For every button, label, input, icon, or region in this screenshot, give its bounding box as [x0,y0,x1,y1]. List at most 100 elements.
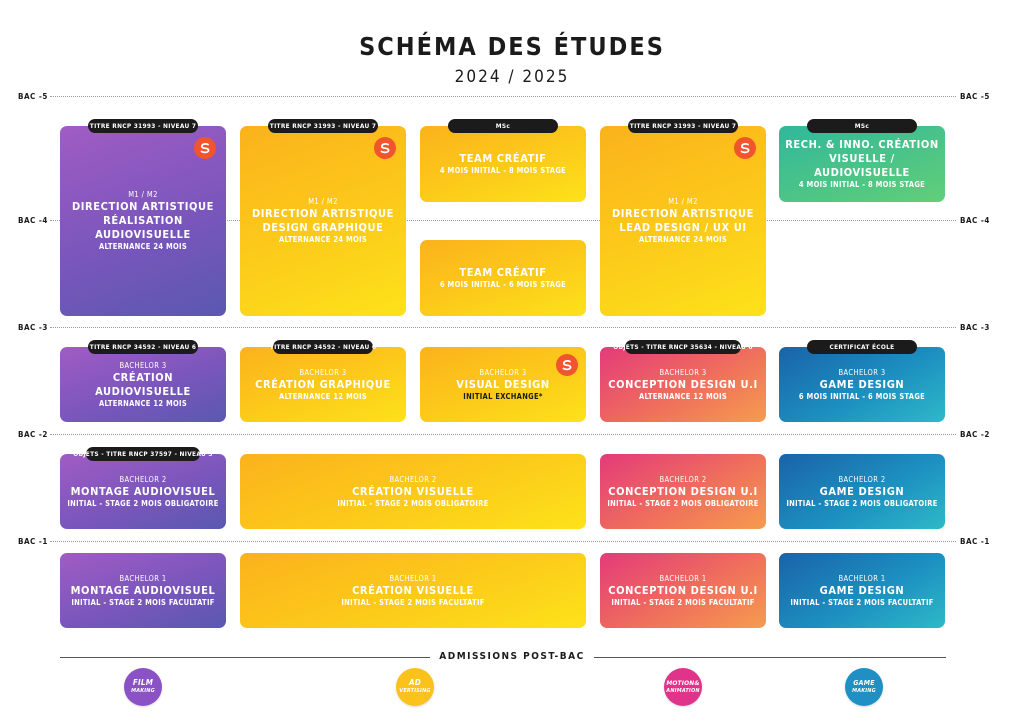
card-level: BACHELOR 2 [838,474,886,484]
card-b2-montage-audiovisuel[interactable]: BACHELOR 2 MONTAGE AUDIOVISUEL INITIAL -… [60,454,226,529]
certification-pill: TITRE RNCP 34592 - NIVEAU 6 [88,340,198,354]
level-label-bac1-left: BAC -1 [18,537,48,546]
badge-line-2: ANIMATION [666,688,700,694]
card-level: BACHELOR 2 [119,474,167,484]
card-team-creatif-msc[interactable]: TEAM CRÉATIF 4 MOIS INITIAL - 8 MOIS STA… [420,126,586,202]
game-making-badge[interactable]: GAME MAKING [845,668,883,706]
certification-pill: MSc [448,119,558,133]
card-detail: INITIAL - STAGE 2 MOIS OBLIGATOIRE [337,498,489,508]
card-b1-montage-audiovisuel[interactable]: BACHELOR 1 MONTAGE AUDIOVISUEL INITIAL -… [60,553,226,628]
card-detail: 4 MOIS INITIAL - 8 MOIS STAGE [439,166,567,175]
badge-line-2: MAKING [852,688,876,694]
card-name: CONCEPTION DESIGN U.I [608,484,758,498]
admissions-label: ADMISSIONS POST-BAC [431,651,593,662]
card-b1-conception-design-ui[interactable]: BACHELOR 1 CONCEPTION DESIGN U.I INITIAL… [600,553,766,628]
motion-animation-badge[interactable]: MOTION& ANIMATION [664,668,702,706]
certification-pill: MSc [807,119,917,133]
card-name: DIRECTION ARTISTIQUE [251,207,395,220]
card-detail: INITIAL - STAGE 2 MOIS OBLIGATOIRE [786,498,938,508]
card-detail: ALTERNANCE 12 MOIS [278,391,368,401]
card-level: BACHELOR 3 [659,367,707,377]
badge-line-2: VERTISING [399,688,431,694]
card-name: CRÉATION VISUELLE [352,484,474,498]
card-m1m2-lead-design[interactable]: M1 / M2 DIRECTION ARTISTIQUE LEAD DESIGN… [600,126,766,316]
card-name: CRÉATION GRAPHIQUE [255,377,391,391]
level-label-bac3-right: BAC -3 [960,323,990,332]
card-name: MONTAGE AUDIOVISUEL [70,583,216,597]
certification-pill: OBJETS - TITRE RNCP 35634 - NIVEAU 6 [613,340,752,354]
card-name-2: VISUELLE / AUDIOVISUELLE [814,152,910,179]
card-level: BACHELOR 1 [659,573,707,583]
card-name: CONCEPTION DESIGN U.I [608,377,758,391]
card-name: CRÉATION AUDIOVISUELLE [95,370,191,398]
card-detail: ALTERNANCE 24 MOIS [98,242,188,251]
badge-line-1: MOTION& [666,679,700,687]
card-level: BACHELOR 2 [389,474,437,484]
film-making-badge[interactable]: FILM MAKING [124,668,162,706]
card-detail: INITIAL EXCHANGE* [463,391,543,401]
card-name: GAME DESIGN [819,583,905,597]
level-line-bac1 [50,541,956,542]
certification-pill: OBJETS - TITRE RNCP 37597 - NIVEAU 5 [73,447,212,461]
card-detail: 6 MOIS INITIAL - 6 MOIS STAGE [798,391,926,401]
card-m1m2-design-graphique[interactable]: M1 / M2 DIRECTION ARTISTIQUE DESIGN GRAP… [240,126,406,316]
card-m1m2-realisation-audiovisuelle[interactable]: M1 / M2 DIRECTION ARTISTIQUE RÉALISATION… [60,126,226,316]
badge-line-1: FILM [132,678,154,687]
card-name: DIRECTION ARTISTIQUE [71,200,215,213]
card-name: CONCEPTION DESIGN U.I [608,583,758,597]
card-b1-creation-visuelle[interactable]: BACHELOR 1 CRÉATION VISUELLE INITIAL - S… [240,553,586,628]
level-label-bac2-left: BAC -2 [18,430,48,439]
level-label-bac5-right: BAC -5 [960,92,990,101]
card-b3-game-design[interactable]: BACHELOR 3 GAME DESIGN 6 MOIS INITIAL - … [779,347,945,422]
card-name: RECH. & INNO. CRÉATION [785,138,939,151]
card-name: GAME DESIGN [819,484,905,498]
card-b3-conception-design-ui[interactable]: BACHELOR 3 CONCEPTION DESIGN U.I ALTERNA… [600,347,766,422]
card-b1-game-design[interactable]: BACHELOR 1 GAME DESIGN INITIAL - STAGE 2… [779,553,945,628]
level-line-bac2 [50,434,956,435]
card-name-2: DESIGN GRAPHIQUE [262,221,384,234]
card-level: M1 / M2 [128,190,158,199]
page-title: SCHÉMA DES ÉTUDES [359,32,665,61]
advertising-badge[interactable]: AD VERTISING [396,668,434,706]
card-b3-creation-audiovisuelle[interactable]: BACHELOR 3 CRÉATION AUDIOVISUELLE ALTERN… [60,347,226,422]
card-detail: INITIAL - STAGE 2 MOIS FACULTATIF [611,597,755,607]
card-detail: INITIAL - STAGE 2 MOIS FACULTATIF [71,597,215,607]
spiral-logo-icon [734,137,756,159]
card-level: BACHELOR 3 [479,367,527,377]
level-label-bac3-left: BAC -3 [18,323,48,332]
badge-line-2: MAKING [131,688,155,694]
admissions-line-left [60,657,430,658]
badge-line-1: GAME [853,679,875,687]
level-label-bac5-left: BAC -5 [18,92,48,101]
card-level: BACHELOR 3 [299,367,347,377]
card-detail: 6 MOIS INITIAL - 6 MOIS STAGE [439,280,567,289]
card-detail: ALTERNANCE 12 MOIS [638,391,728,401]
admissions-title: ADMISSIONS POST-BAC [0,651,1024,662]
card-name-2: LEAD DESIGN / UX UI [619,221,747,234]
card-level: M1 / M2 [668,197,698,206]
card-detail: ALTERNANCE 12 MOIS [98,398,188,408]
certification-pill: CERTIFICAT ÉCOLE [807,340,917,354]
card-name: GAME DESIGN [819,377,905,391]
card-detail: INITIAL - STAGE 2 MOIS OBLIGATOIRE [67,498,219,508]
card-recherche-innovation[interactable]: RECH. & INNO. CRÉATION VISUELLE / AUDIOV… [779,126,945,202]
card-b2-creation-visuelle[interactable]: BACHELOR 2 CRÉATION VISUELLE INITIAL - S… [240,454,586,529]
card-level: M1 / M2 [308,197,338,206]
card-name: VISUAL DESIGN [456,377,550,391]
card-b2-game-design[interactable]: BACHELOR 2 GAME DESIGN INITIAL - STAGE 2… [779,454,945,529]
spiral-logo-icon [556,354,578,376]
card-name: CRÉATION VISUELLE [352,583,474,597]
card-level: BACHELOR 1 [389,573,437,583]
card-team-creatif[interactable]: TEAM CRÉATIF 6 MOIS INITIAL - 6 MOIS STA… [420,240,586,316]
card-name: DIRECTION ARTISTIQUE [611,207,755,220]
certification-pill: TITRE RNCP 31993 - NIVEAU 7 [268,119,378,133]
card-b3-creation-graphique[interactable]: BACHELOR 3 CRÉATION GRAPHIQUE ALTERNANCE… [240,347,406,422]
card-detail: INITIAL - STAGE 2 MOIS OBLIGATOIRE [607,498,759,508]
card-level: BACHELOR 1 [838,573,886,583]
certification-pill: TITRE RNCP 34592 - NIVEAU 6 [270,340,376,354]
level-label-bac2-right: BAC -2 [960,430,990,439]
card-detail: INITIAL - STAGE 2 MOIS FACULTATIF [341,597,485,607]
certification-pill: TITRE RNCP 31993 - NIVEAU 7 [628,119,738,133]
card-b2-conception-design-ui[interactable]: BACHELOR 2 CONCEPTION DESIGN U.I INITIAL… [600,454,766,529]
card-detail: ALTERNANCE 24 MOIS [278,235,368,244]
